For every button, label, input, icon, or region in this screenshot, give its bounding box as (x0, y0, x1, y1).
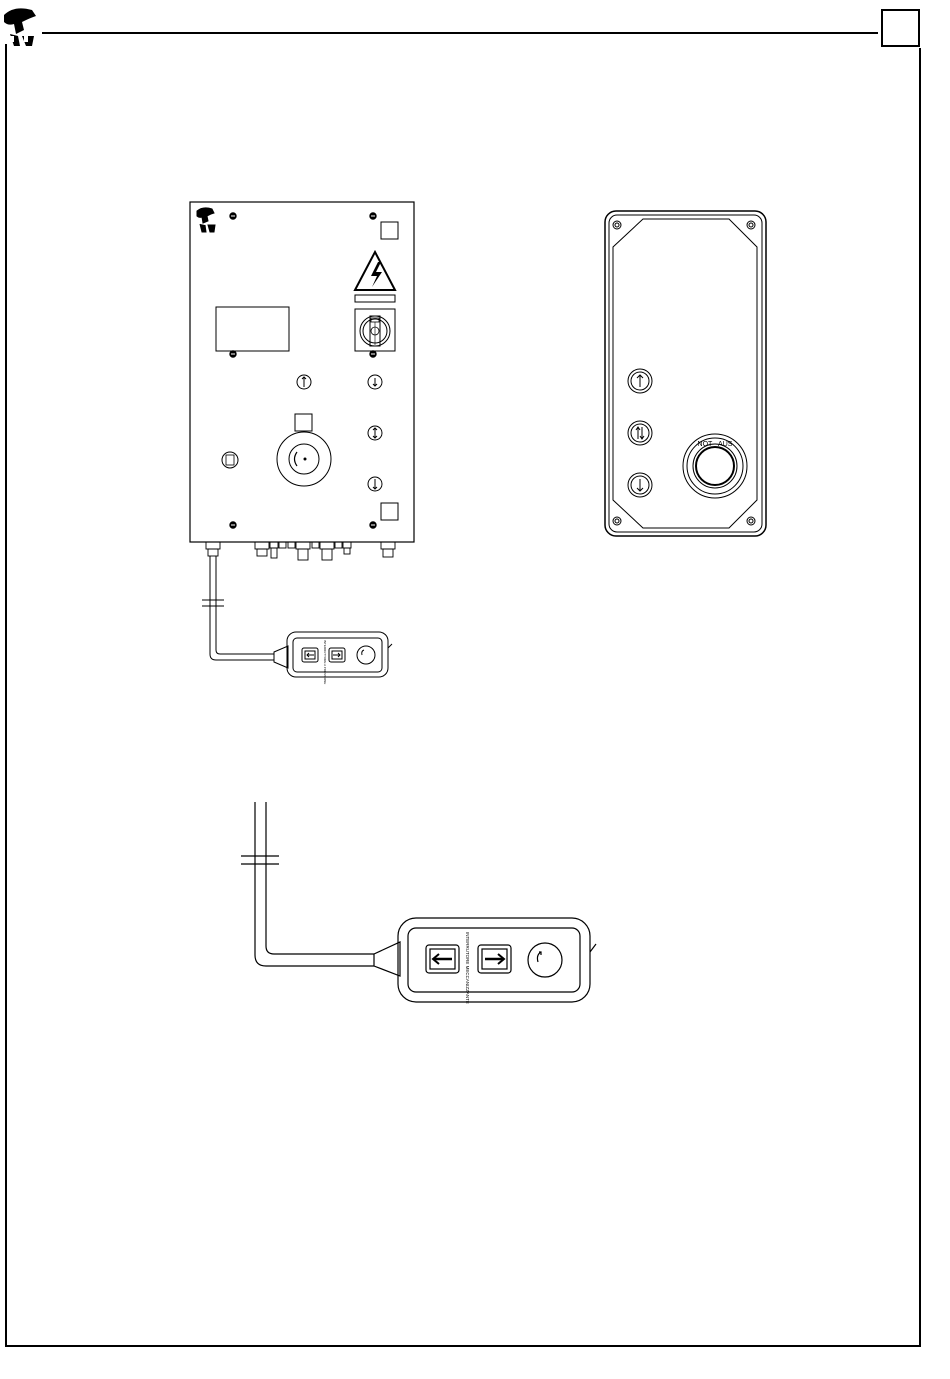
control-cabinet (190, 202, 414, 660)
page-frame (6, 33, 920, 1346)
cable-gland-icon (206, 542, 395, 560)
pendant-cable (202, 556, 274, 660)
left-arrow-button-icon (302, 648, 318, 662)
up-down-arrow-button-icon (628, 421, 652, 445)
screw-icon (370, 351, 376, 357)
screw-icon (747, 221, 755, 229)
left-arrow-button-icon (426, 945, 459, 973)
right-arrow-button-icon (329, 648, 345, 662)
wall-control-panel (605, 211, 766, 536)
screw-icon (613, 221, 621, 229)
pushbutton-icon (368, 477, 382, 491)
screw-icon (370, 213, 376, 219)
right-arrow-button-icon (478, 945, 511, 973)
page-number-box (882, 10, 919, 46)
screw-icon (230, 351, 236, 357)
blank-label-icon (381, 222, 398, 239)
pendant-large (374, 918, 596, 1002)
blank-label-icon (295, 414, 312, 431)
screw-icon (230, 522, 236, 528)
pendant-small (274, 632, 392, 677)
pendant-large-label: INTERRUTORE MECCANIZZANTE (465, 932, 470, 1004)
page-logo-icon (4, 8, 36, 46)
up-arrow-button-icon (628, 369, 652, 393)
screw-icon (230, 213, 236, 219)
pendant-small-label: INTERRUTTORE A PRESSIONE (323, 640, 327, 684)
pendant-large-cable (241, 802, 374, 966)
pushbutton-icon (222, 452, 238, 468)
main-switch-icon (355, 309, 395, 351)
rotary-knob-icon (528, 943, 562, 977)
pushbutton-icon (368, 426, 382, 440)
rotary-knob-icon (277, 432, 331, 486)
pushbutton-icon (297, 375, 311, 389)
screw-icon (747, 517, 755, 525)
cabinet-logo-icon (197, 208, 215, 232)
blank-label-icon (381, 503, 398, 520)
screw-icon (370, 522, 376, 528)
high-voltage-warning-icon (355, 252, 395, 302)
display-window-icon (216, 307, 289, 351)
emergency-stop-label: NOT - AUS (698, 441, 733, 448)
screw-icon (613, 517, 621, 525)
pushbutton-icon (368, 375, 382, 389)
rotary-knob-icon (357, 646, 375, 664)
down-arrow-button-icon (628, 473, 652, 497)
